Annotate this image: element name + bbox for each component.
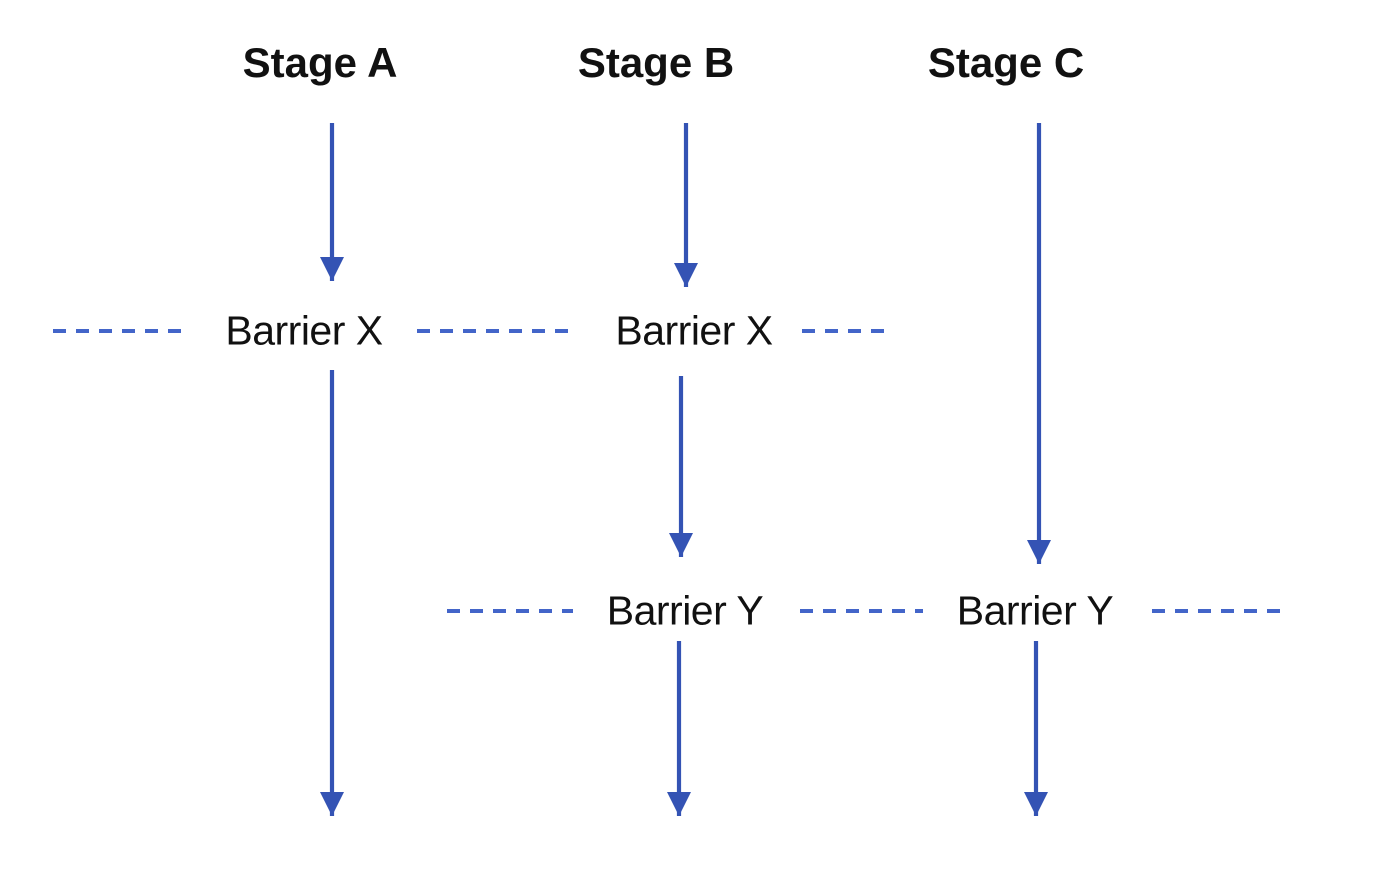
barrier-y-label-stage-c: Barrier Y xyxy=(956,587,1114,634)
barrier-x-label-stage-b: Barrier X xyxy=(615,307,773,354)
stage-c-label: Stage C xyxy=(927,39,1085,86)
stage-b-label: Stage B xyxy=(577,39,735,86)
barrier-x-label-stage-a: Barrier X xyxy=(225,307,383,354)
stage-a-label: Stage A xyxy=(242,39,398,86)
barrier-y-label-stage-b: Barrier Y xyxy=(606,587,764,634)
